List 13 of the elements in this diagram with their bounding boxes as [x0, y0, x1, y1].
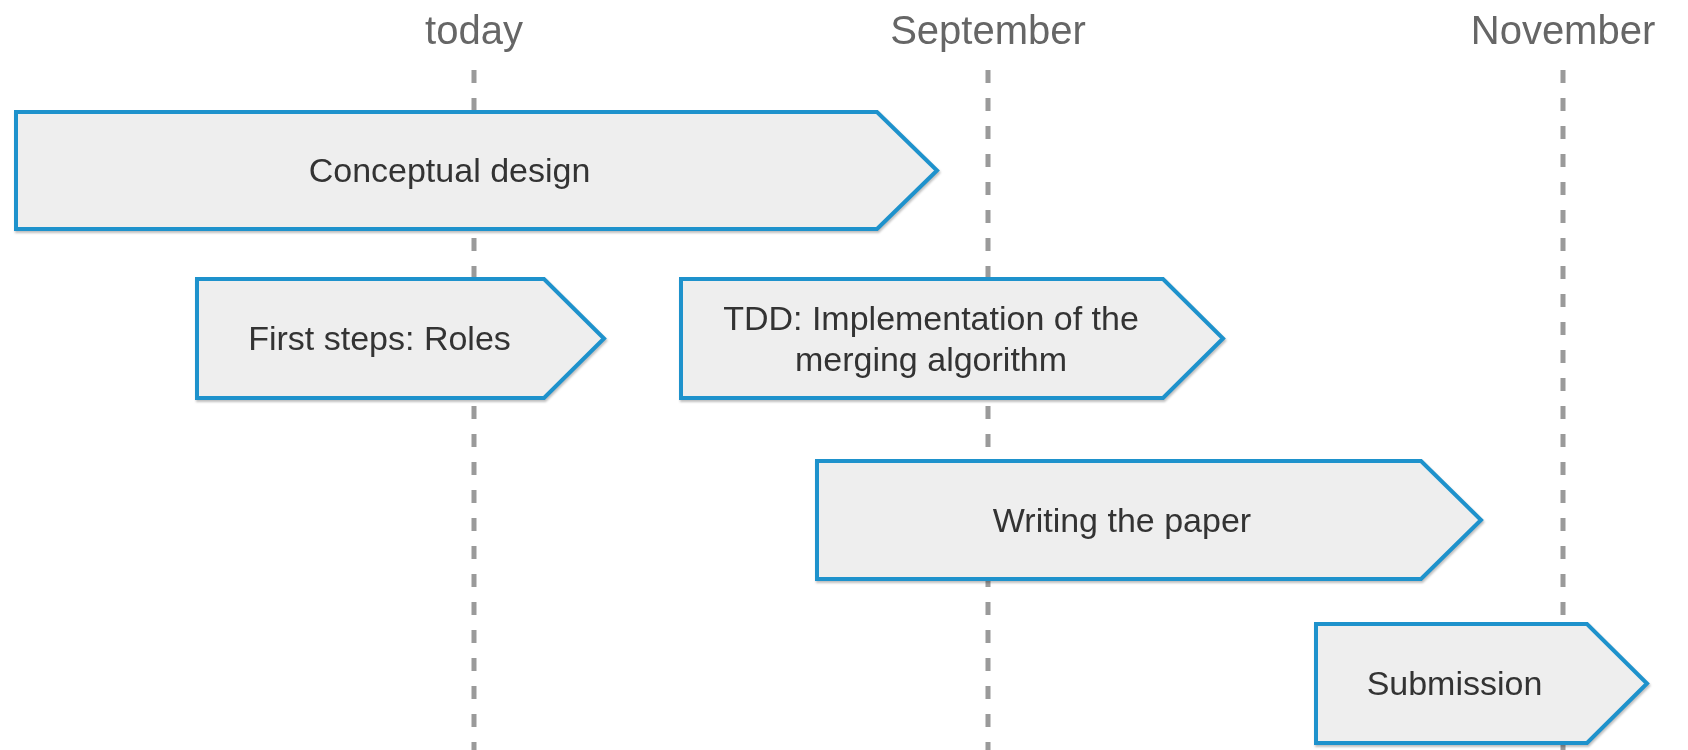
phase-label: Conceptual design: [308, 150, 591, 191]
gantt-phase-bar: [1314, 622, 1649, 745]
phase-label: Submission: [1366, 663, 1543, 704]
milestone-label: September: [890, 8, 1086, 53]
phase-label: Writing the paper: [992, 499, 1252, 541]
phase-label: First steps: Roles: [248, 318, 511, 359]
gantt-phase-bar: [195, 277, 606, 400]
phase-label: TDD: Implementation of the merging algorithm: [722, 297, 1140, 380]
gantt-phase-bar: [14, 110, 939, 231]
gantt-phase-bar: [815, 459, 1483, 581]
milestone-label: today: [425, 8, 523, 53]
gantt-phase-bar: [679, 277, 1225, 400]
milestone-label: November: [1470, 8, 1656, 53]
